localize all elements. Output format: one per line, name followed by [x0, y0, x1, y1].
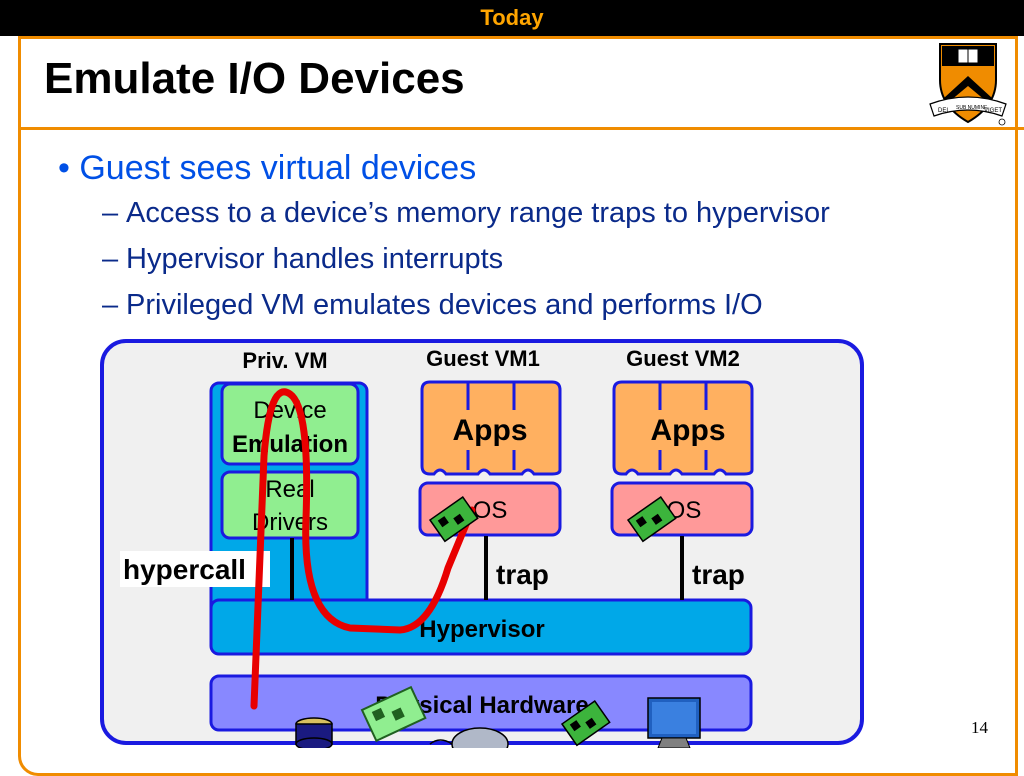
- device-card-icon: [626, 496, 677, 543]
- bullet-main-text: Guest sees virtual devices: [79, 149, 477, 187]
- hypercall-label: hypercall: [123, 554, 246, 585]
- guest-vm2-apps-label: Apps: [651, 414, 726, 447]
- guest-vm1-os-label: OS: [473, 497, 508, 524]
- bullet-sub-2: –Hypervisor handles interrupts: [102, 243, 504, 275]
- bullet-sub-3-text: Privileged VM emulates devices and perfo…: [126, 289, 763, 321]
- bullet-list: • Guest sees virtual devices –Access to …: [58, 146, 830, 328]
- guest-vm1-label: Guest VM1: [426, 346, 540, 371]
- crest-word-1: DEI: [938, 108, 948, 114]
- crest-word-3: VIGET: [984, 108, 1002, 114]
- disk-drive-icon: [295, 717, 333, 748]
- trap-label-2: trap: [692, 559, 745, 590]
- title-divider: [18, 127, 1024, 130]
- crest-word-2: SUB NUMINE: [956, 105, 988, 111]
- hypervisor-label: Hypervisor: [419, 616, 544, 643]
- device-emulation-line2: Emulation: [232, 431, 348, 458]
- bullet-sub-1-text: Access to a device’s memory range traps …: [126, 197, 830, 229]
- bullet-sub-1: –Access to a device’s memory range traps…: [102, 197, 830, 229]
- pcb-card-icon: [560, 700, 611, 747]
- device-emulation-line1: Device: [253, 397, 326, 424]
- monitor-icon: [647, 697, 701, 748]
- guest-vm2-label: Guest VM2: [626, 346, 740, 371]
- io-path-red: [250, 388, 476, 710]
- slide-title: Emulate I/O Devices: [44, 54, 465, 103]
- device-card-icon: [428, 496, 479, 543]
- device-emulation-box: [220, 382, 360, 466]
- section-label: Today: [480, 5, 544, 30]
- princeton-shield-logo: DEI SUB NUMINE VIGET: [929, 43, 1007, 126]
- page-number: 14: [971, 718, 988, 737]
- trap-label-1: trap: [496, 559, 549, 590]
- priv-vm-label: Priv. VM: [242, 348, 327, 373]
- bullet-sub-2-text: Hypervisor handles interrupts: [126, 243, 504, 275]
- hypervisor-box: [209, 598, 753, 656]
- network-card-icon: [360, 685, 427, 743]
- virtualization-diagram: Priv. VM Device Emulation Real Drivers G…: [100, 339, 864, 748]
- mouse-icon: [429, 727, 509, 748]
- header-bar: Today: [0, 0, 1024, 36]
- hypercall-label-bg: [120, 551, 270, 587]
- bullet-main: • Guest sees virtual devices: [58, 149, 477, 187]
- bullet-sub-3: –Privileged VM emulates devices and perf…: [102, 289, 763, 321]
- guest-vm1-apps-label: Apps: [453, 414, 528, 447]
